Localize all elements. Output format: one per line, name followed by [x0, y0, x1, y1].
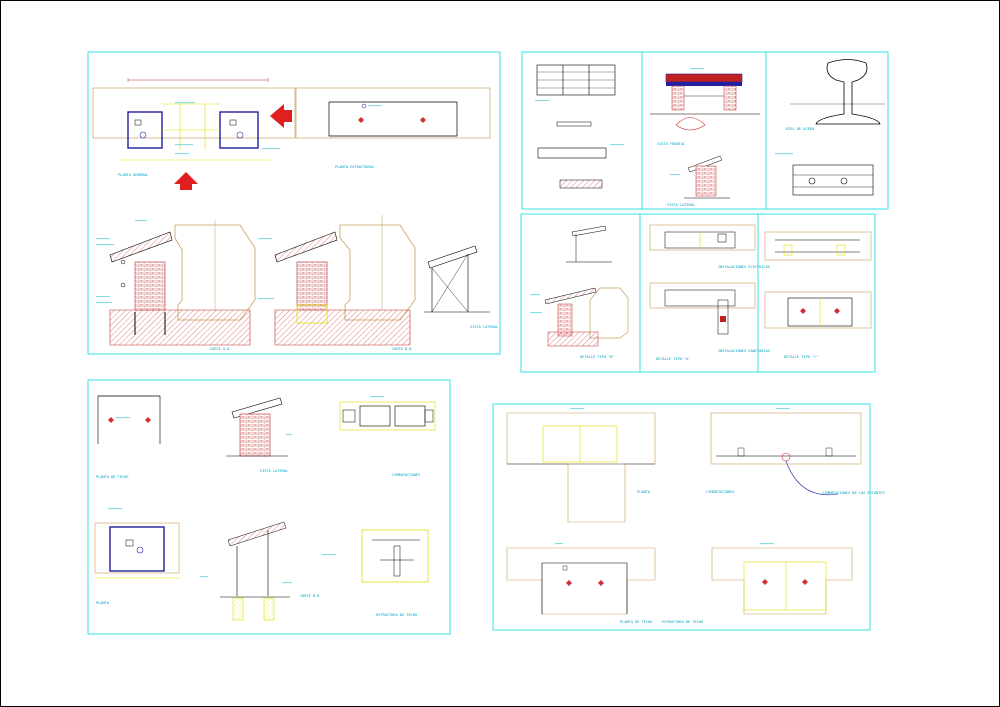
panel-roof-details: ━━━━━━━ ━━━━━━━ ━━━━━━━ VISTA FRONTAL ━━…	[521, 51, 889, 210]
caption-view: VISTA LATERAL	[260, 469, 288, 473]
plan-struct-outline	[295, 87, 491, 139]
caption-plan-structures: PLANTA ESTRUCTURAS	[335, 165, 374, 169]
label: ━━━━━━━	[257, 237, 272, 241]
label: ━━━━━━━━	[257, 297, 274, 301]
label: ━━━━━━	[134, 219, 147, 223]
caption-foundations: CIMENTACIONES	[392, 473, 420, 477]
label: ━━━━━━	[529, 311, 542, 315]
panel-main-plans: ━━━━━━━━━━ ━━━━━━━━━ ━━━━━━━ ━━━━━━━━━ P…	[87, 51, 501, 355]
side-view: VISTA LATERAL	[424, 245, 498, 329]
label: ━━━━━━━	[107, 507, 122, 511]
label: ━━━━	[199, 575, 208, 579]
caption-sanitary: INSTALACIONES SANITARIAS	[718, 349, 770, 353]
caption-detail-b: DETALLE TIPO "B"	[580, 355, 615, 359]
section-a: ━━━━━━━ ━━━━━━━━━ ━━━━━━━ ━━━━━━━━ ━━━━━…	[95, 219, 256, 351]
label: ━━━━━━━	[174, 152, 189, 156]
label: ━━━━━━━━━	[261, 147, 280, 151]
label: ━━━━━━━	[321, 553, 336, 557]
label: ━━━━━━━	[115, 416, 130, 420]
caption-section-small: CORTE B-B	[300, 594, 319, 598]
label: ━━━━━━━━━	[174, 143, 193, 147]
caption-note: CIMENTACIONES DE LOS ESTANTES	[822, 491, 885, 495]
label: ━━━━━━━━━━	[174, 101, 195, 105]
label: ━━━━━	[529, 293, 540, 297]
caption-detail-c: DETALLE TIPO "C"	[784, 355, 819, 359]
panel-plans: ━━━━━━━ PLANTA ━━━━━━━ CIMENTACIONES CIM…	[492, 403, 885, 631]
label: ━━━━━━━	[569, 407, 584, 411]
label: ━━━━━━━	[775, 407, 790, 411]
caption-plan-general: PLANTA GENERAL	[118, 173, 148, 177]
label: ━━━━━━━━━	[774, 152, 793, 156]
label: ━━━━━━━	[689, 67, 704, 71]
caption-rail: RIEL DE ACERO	[786, 127, 814, 131]
plan-outline	[92, 87, 296, 139]
panel-frame	[520, 213, 876, 373]
room-left	[127, 111, 163, 149]
panel-frame	[492, 403, 871, 631]
caption-roof-structure-5: ESTRUCTURA DE TECHO	[662, 620, 703, 624]
panel-frame	[87, 379, 451, 635]
label: ━━━━━━━	[759, 542, 774, 546]
section-b: ━━━━━━━ ━━━━━━━━ CORTE B-B	[257, 215, 416, 351]
label: ━━━	[285, 433, 292, 437]
caption-section-b: CORTE B-B	[392, 347, 411, 351]
label: ━━━━━━━	[609, 143, 624, 147]
label: ━━━━━━━━	[95, 301, 112, 305]
caption-roof-plan: PLANTA DE TECHO	[96, 475, 128, 479]
label: ━━━━━━━	[369, 395, 384, 399]
panel-small-structure: ━━━━━━━ PLANTA DE TECHO ━━━ VISTA LATERA…	[87, 379, 451, 635]
label: ━━━━━━━	[95, 295, 110, 299]
label: ━━━━━━━	[367, 104, 382, 108]
label: ━━━━━	[669, 173, 680, 177]
access-arrow-icon	[174, 172, 198, 190]
north-arrow-icon	[270, 104, 292, 128]
label: ━━━━━━━	[534, 99, 549, 103]
caption-foundation-5: CIMENTACIONES	[706, 490, 734, 494]
caption-electrical: INSTALACIONES ELECTRICAS	[718, 265, 770, 269]
caption-side-view-small: VISTA LATERAL	[667, 203, 695, 207]
caption-roof-plan-5: PLANTA DE TECHO	[620, 620, 652, 624]
rail-profile-icon	[815, 59, 881, 125]
caption-front-view: VISTA FRONTAL	[657, 142, 685, 146]
caption-side-view: VISTA LATERAL	[470, 325, 498, 329]
panel-installations: ━━━━━ ━━━━━━ DETALLE TIPO "B" INSTALACIO…	[520, 213, 876, 373]
label: ━━━━━━━━━	[95, 243, 114, 247]
caption-plan-5: PLANTA	[637, 490, 651, 494]
caption-roof-structure: ESTRUCTURA DE TECHO	[376, 613, 417, 617]
caption-detail-a: DETALLE TIPO "A"	[656, 357, 691, 361]
label: ━━━━━	[281, 581, 292, 585]
room-right	[219, 111, 259, 149]
label: ━━━━━━━	[95, 237, 110, 241]
panel-frame	[87, 51, 501, 355]
panel-frame	[521, 51, 889, 210]
caption-section-a: CORTE A-A	[210, 347, 230, 351]
label: ━━━━	[554, 542, 563, 546]
caption-plan: PLANTA	[96, 601, 110, 605]
